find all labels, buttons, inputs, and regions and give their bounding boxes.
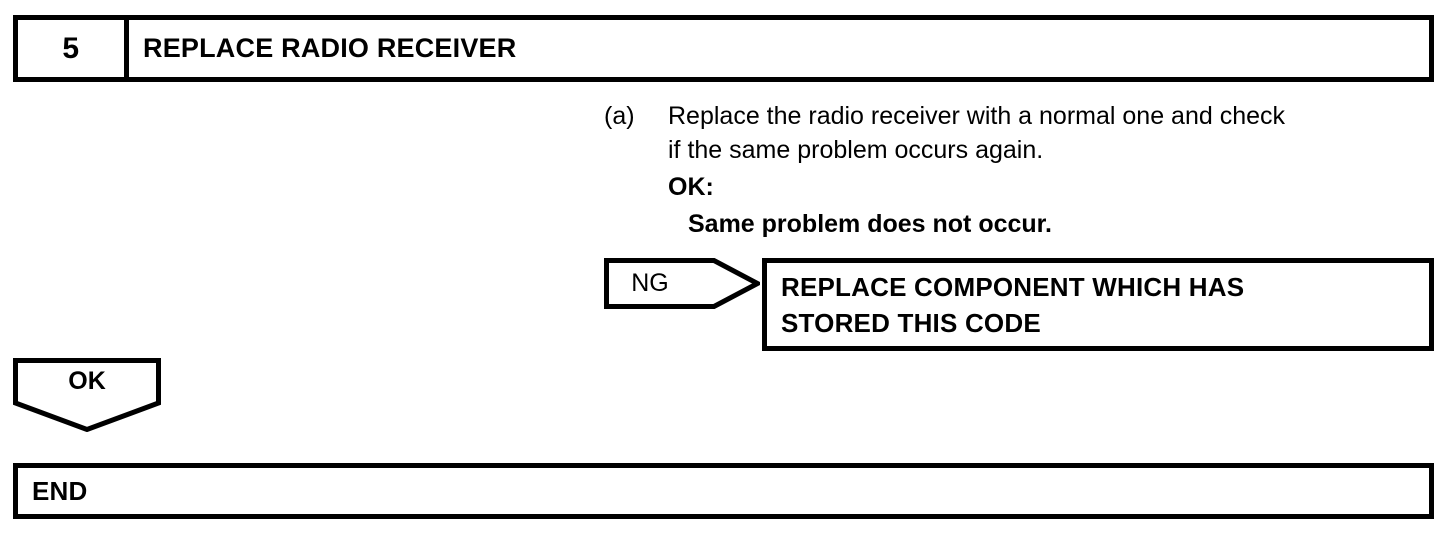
criterion-label: OK: — [668, 173, 714, 201]
ng-result-line-1: REPLACE COMPONENT WHICH HAS — [781, 271, 1245, 302]
ng-connector-label: NG — [631, 269, 669, 297]
end-box: END — [13, 463, 1434, 519]
ok-connector-label: OK — [68, 367, 106, 395]
ok-arrow-icon — [13, 358, 161, 432]
instruction-body: Replace the radio receiver with a normal… — [668, 99, 1440, 241]
instruction-block: (a) Replace the radio receiver with a no… — [604, 99, 1440, 241]
ng-result-box: REPLACE COMPONENT WHICH HAS STORED THIS … — [762, 258, 1434, 351]
ng-result-line-2: STORED THIS CODE — [781, 307, 1041, 338]
criterion-value: Same problem does not occur. — [688, 210, 1052, 238]
instruction-text-line-1: Replace the radio receiver with a normal… — [668, 102, 1286, 130]
ng-connector: NG — [604, 258, 760, 309]
instruction-marker: (a) — [604, 102, 635, 130]
end-label: END — [32, 476, 88, 506]
step-title: REPLACE RADIO RECEIVER — [143, 33, 517, 63]
step-title-cell: REPLACE RADIO RECEIVER — [129, 20, 1429, 77]
ng-arrow-icon — [604, 258, 760, 309]
ok-connector: OK — [13, 358, 161, 432]
instruction-text-line-2: if the same problem occurs again. — [668, 136, 1044, 164]
step-number-cell: 5 — [18, 20, 129, 77]
step-header-box: 5 REPLACE RADIO RECEIVER — [13, 15, 1434, 82]
step-number: 5 — [62, 31, 80, 65]
instruction-row: (a) Replace the radio receiver with a no… — [604, 99, 1440, 241]
